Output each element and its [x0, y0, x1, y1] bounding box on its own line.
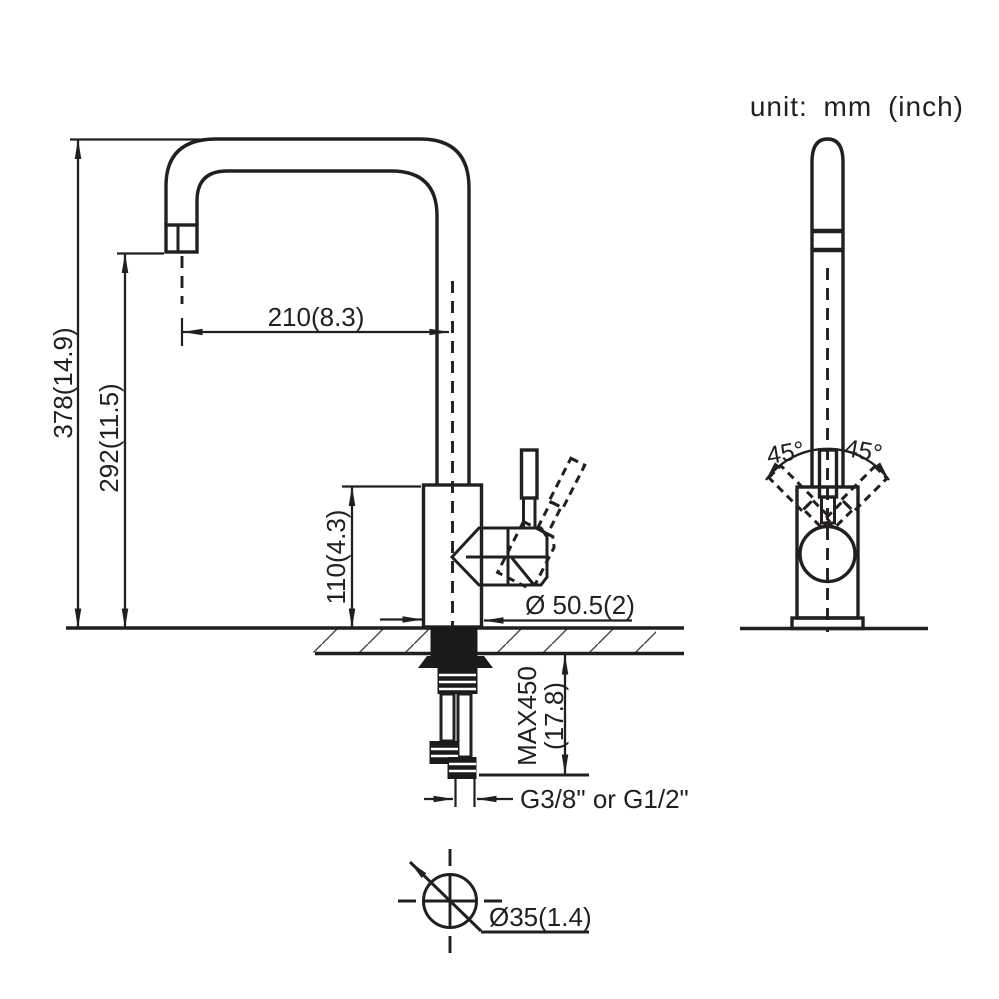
- mounting-hole-circle: [422, 873, 478, 929]
- spout-tip: [164, 223, 199, 254]
- side-handle-right-dashed: [822, 464, 890, 531]
- dim-base-diameter-label: Ø 50.5(2): [525, 590, 635, 620]
- dim-thread-label: G3/8" or G1/2": [520, 784, 689, 814]
- mounting-flange: [418, 656, 493, 668]
- dim-hole-diameter-label: Ø35(1.4): [489, 902, 592, 932]
- swivel-arc: [765, 447, 890, 481]
- bottom-view: Ø35(1.4): [398, 849, 592, 953]
- unit-note: unit: mm (inch): [750, 91, 964, 122]
- dim-body-height: 110(4.3): [321, 485, 421, 629]
- front-handle-rotated-dashed: [495, 456, 587, 590]
- dim-total-height: 378(14.9): [48, 138, 213, 629]
- dim-spout-height: 292(11.5): [94, 252, 164, 629]
- front-spout: [164, 137, 471, 485]
- side-column: [810, 137, 845, 487]
- countertop-front: [66, 626, 684, 657]
- dim-hole-diameter: Ø35(1.4): [408, 860, 592, 934]
- dim-body-height-label: 110(4.3): [321, 510, 351, 605]
- supply-hose-left: [439, 692, 456, 743]
- dim-hose-length-label: MAX450: [512, 666, 542, 766]
- supply-hose-right: [456, 692, 473, 759]
- dim-hose-length: MAX450 (17.8): [479, 654, 589, 777]
- swivel-angle-right-label: 45°: [842, 434, 884, 468]
- countertop-hatch: [308, 629, 656, 653]
- dim-spout-reach: 210(8.3): [180, 302, 450, 346]
- hose-nut-right: [447, 757, 477, 779]
- front-handle: [449, 448, 549, 587]
- side-joint-circle: [798, 524, 857, 584]
- dim-thread: G3/8" or G1/2": [424, 778, 689, 814]
- swivel-angle-left-label: 45°: [765, 436, 807, 470]
- dim-spout-height-label: 292(11.5): [94, 383, 124, 492]
- dim-spout-reach-label: 210(8.3): [268, 302, 365, 332]
- side-view: [740, 137, 928, 632]
- dim-base-diameter: Ø 50.5(2): [380, 590, 635, 624]
- front-handle-stem: [519, 448, 539, 500]
- dim-total-height-label: 378(14.9): [48, 327, 78, 438]
- dim-swivel-angle: 45° 45°: [765, 434, 890, 481]
- dim-hose-length-inch-label: (17.8): [539, 682, 569, 750]
